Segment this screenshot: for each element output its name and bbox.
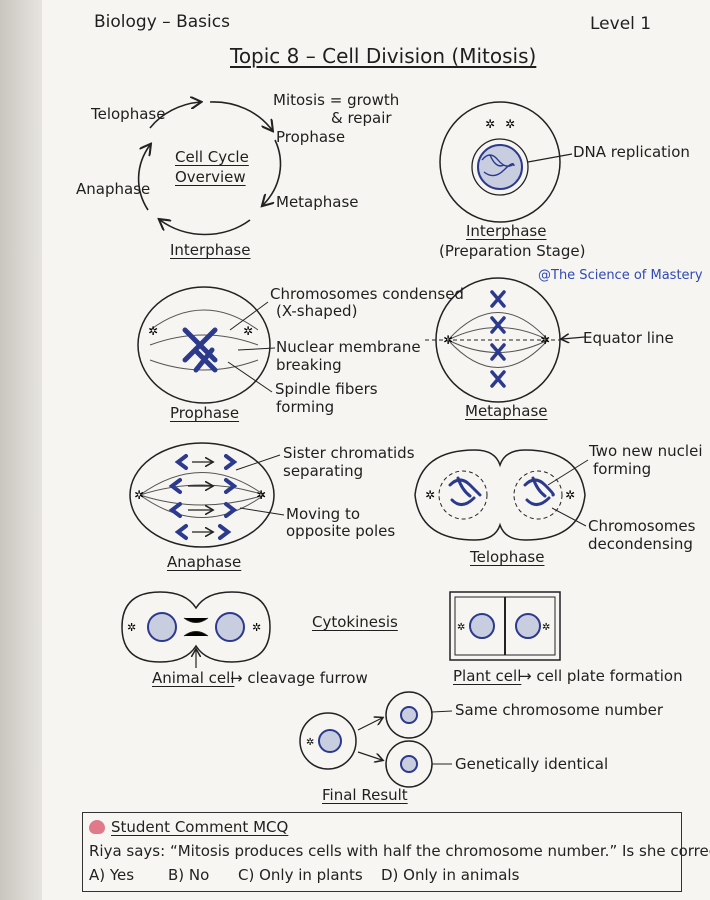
mcq-option-d[interactable]: D) Only in animals	[381, 866, 520, 884]
cycle-center-line2: Overview	[175, 168, 246, 186]
notebook-page	[42, 0, 710, 900]
svg-text:✲: ✲	[542, 622, 550, 633]
prophase-cell: ✲✲	[137, 286, 276, 404]
svg-text:✲: ✲	[252, 621, 261, 634]
final-identical: Genetically identical	[455, 755, 609, 773]
cell-cycle-arrows	[137, 102, 282, 236]
mcq-option-a[interactable]: A) Yes	[89, 866, 135, 884]
metaphase-callout: Equator line	[583, 329, 674, 347]
mcq-heading: Student Comment MCQ	[111, 818, 289, 836]
prophase-callout3-line2: forming	[276, 398, 335, 416]
prophase-callout1-line2: (X-shaped)	[276, 302, 358, 320]
svg-text:✲: ✲	[127, 621, 136, 634]
brain-icon	[89, 820, 105, 834]
level-label: Level 1	[590, 14, 652, 34]
cycle-center-line1: Cell Cycle	[175, 148, 249, 166]
telophase-callout1-line1: Two new nuclei	[589, 442, 703, 460]
metaphase-title: Metaphase	[465, 402, 548, 420]
plant-cell-suffix: → cell plate formation	[519, 667, 683, 685]
final-result-title: Final Result	[322, 786, 408, 804]
anaphase-callout2-line1: Moving to	[286, 505, 361, 523]
interphase-title: Interphase	[466, 222, 547, 240]
svg-text:✲: ✲	[148, 324, 158, 338]
interphase-cell: ✲✲	[439, 101, 573, 223]
plant-cell-label: Plant cell	[453, 667, 522, 685]
interphase-callout: DNA replication	[573, 143, 690, 161]
prophase-callout2-line2: breaking	[276, 356, 342, 374]
cycle-metaphase-label: Metaphase	[276, 193, 359, 211]
mcq-option-c[interactable]: C) Only in plants	[238, 866, 363, 884]
telophase-callout1-line2: forming	[593, 460, 652, 478]
mcq-heading-row: Student Comment MCQ	[89, 818, 288, 836]
svg-text:✲: ✲	[134, 488, 144, 502]
svg-text:✲: ✲	[565, 488, 575, 502]
watermark-text: @The Science of Mastery	[538, 268, 703, 283]
telophase-title: Telophase	[470, 548, 545, 566]
mcq-option-b[interactable]: B) No	[168, 866, 210, 884]
svg-text:✲: ✲	[457, 622, 465, 633]
svg-text:✲: ✲	[306, 737, 314, 748]
svg-text:✲: ✲	[485, 117, 495, 131]
anaphase-cell: ✲✲	[129, 442, 285, 548]
cytokinesis-title: Cytokinesis	[312, 613, 398, 631]
cycle-prophase-label: Prophase	[276, 128, 346, 146]
svg-text:✲: ✲	[540, 333, 550, 347]
mitosis-note-line2: & repair	[331, 109, 392, 127]
subject-heading: Biology – Basics	[94, 12, 230, 32]
telophase-callout2-line1: Chromosomes	[588, 517, 696, 535]
anaphase-title: Anaphase	[167, 553, 242, 571]
anaphase-callout1-line1: Sister chromatids	[283, 444, 415, 462]
cycle-telophase-label: Telophase	[91, 105, 166, 123]
cycle-anaphase-label: Anaphase	[76, 180, 151, 198]
prophase-callout3-line1: Spindle fibers	[275, 380, 378, 398]
notebook-binding-shadow	[0, 0, 44, 900]
svg-text:✲: ✲	[505, 117, 515, 131]
cycle-interphase-label: Interphase	[170, 241, 251, 259]
svg-text:✲: ✲	[443, 333, 453, 347]
anaphase-callout2-line2: opposite poles	[286, 522, 396, 540]
telophase-callout2-line2: decondensing	[588, 535, 693, 553]
anaphase-callout1-line2: separating	[283, 462, 364, 480]
metaphase-cell: ✲✲	[425, 277, 586, 403]
prophase-callout1-line1: Chromosomes condensed	[270, 285, 464, 303]
final-result-cells: ✲	[299, 691, 453, 788]
topic-title: Topic 8 – Cell Division (Mitosis)	[230, 44, 537, 68]
svg-text:✲: ✲	[243, 324, 253, 338]
mcq-box: Student Comment MCQ Riya says: “Mitosis …	[82, 812, 710, 892]
plant-cytokinesis-cell: ✲✲	[449, 591, 561, 661]
prophase-callout2-line1: Nuclear membrane	[276, 338, 421, 356]
animal-cell-suffix: → cleavage furrow	[230, 669, 368, 687]
animal-cell-label: Animal cell	[152, 669, 235, 687]
telophase-cell: ✲✲	[414, 449, 589, 541]
interphase-subtitle: (Preparation Stage)	[439, 242, 586, 260]
svg-text:✲: ✲	[256, 488, 266, 502]
final-same-number: Same chromosome number	[455, 701, 664, 719]
mcq-question: Riya says: “Mitosis produces cells with …	[89, 842, 710, 860]
prophase-title: Prophase	[170, 404, 240, 422]
svg-text:✲: ✲	[425, 488, 435, 502]
mitosis-note-line1: Mitosis = growth	[273, 91, 400, 109]
animal-cytokinesis-cell: ✲✲	[121, 591, 271, 668]
